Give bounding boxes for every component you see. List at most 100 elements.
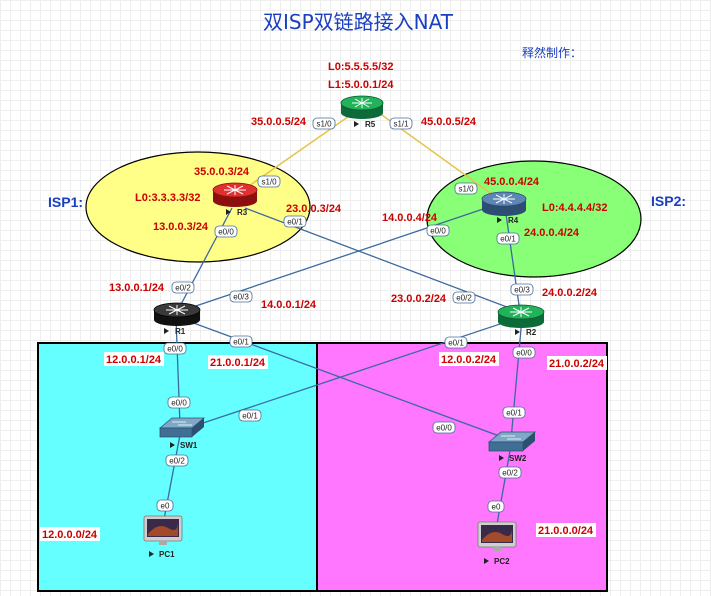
svg-text:e0/1: e0/1 xyxy=(233,338,249,347)
r2-name: R2 xyxy=(526,328,537,337)
pc-pc2[interactable]: PC2 xyxy=(477,521,517,566)
port-pc2-e0: e0 xyxy=(487,500,505,513)
svg-text:e0: e0 xyxy=(161,502,170,511)
port-sw1-e00: e0/0 xyxy=(167,396,191,409)
ip-r4-s10: 45.0.0.4/24 xyxy=(484,176,540,188)
svg-text:s1/1: s1/1 xyxy=(393,120,409,129)
router-red-icon xyxy=(212,182,258,207)
router-r2[interactable]: R2 xyxy=(497,304,545,337)
pc2-marker-icon xyxy=(484,558,489,564)
port-r2-e02: e0/2 xyxy=(452,291,476,304)
router-r5[interactable]: R5 xyxy=(340,95,384,129)
svg-text:s1/0: s1/0 xyxy=(458,185,474,194)
desktop-pc-icon xyxy=(477,521,517,551)
svg-text:e0/0: e0/0 xyxy=(516,349,532,358)
sw2-name: SW2 xyxy=(509,454,527,463)
switch-sw1[interactable]: SW1 xyxy=(158,417,206,450)
port-r4-e00: e0/0 xyxy=(426,224,450,237)
svg-text:s1/0: s1/0 xyxy=(261,178,277,187)
ip-r2-e03: 24.0.0.2/24 xyxy=(542,287,598,299)
port-r2-e00: e0/0 xyxy=(512,346,536,359)
ip-r1-e02: 13.0.0.1/24 xyxy=(109,282,165,294)
port-r1-e02: e0/2 xyxy=(171,281,195,294)
svg-text:e0/3: e0/3 xyxy=(233,293,249,302)
svg-text:e0/0: e0/0 xyxy=(171,399,187,408)
r1-marker-icon xyxy=(164,328,169,334)
svg-text:e0/2: e0/2 xyxy=(456,294,472,303)
svg-text:e0/2: e0/2 xyxy=(502,469,518,478)
port-sw1-e02: e0/2 xyxy=(165,454,189,467)
ip-r2-e00: 21.0.0.2/24 xyxy=(549,358,605,370)
port-r4-s10: s1/0 xyxy=(454,182,478,195)
link-r2-sw2 xyxy=(510,317,523,441)
port-sw1-e01: e0/1 xyxy=(238,409,262,422)
isp2-label: ISP2: xyxy=(651,193,686,209)
pc2-name: PC2 xyxy=(494,557,510,566)
ip-r3-e00: 13.0.0.3/24 xyxy=(153,221,209,233)
router-green-icon xyxy=(340,95,384,119)
svg-text:e0/0: e0/0 xyxy=(167,345,183,354)
port-r4-e01: e0/1 xyxy=(496,232,520,245)
lan1-subnet: 12.0.0.0/24 xyxy=(42,529,98,541)
r4-marker-icon xyxy=(497,217,502,223)
port-labels: s1/0 s1/1 s1/0 e0/0 e0/1 s1/0 e0/0 e0/1 … xyxy=(156,117,536,513)
r1-name: R1 xyxy=(175,327,186,336)
ip-r1-e00: 12.0.0.1/24 xyxy=(106,354,162,366)
router-green-icon xyxy=(497,304,545,328)
switch-sw2[interactable]: SW2 xyxy=(487,431,537,463)
ip-r2-e01: 12.0.0.2/24 xyxy=(441,354,497,366)
svg-text:s1/0: s1/0 xyxy=(316,120,332,129)
ip-labels: L0:5.5.5.5/32 L1:5.0.0.1/24 35.0.0.5/24 … xyxy=(40,61,607,541)
ip-r1-e01: 21.0.0.1/24 xyxy=(210,357,266,369)
svg-text:e0/1: e0/1 xyxy=(500,235,516,244)
switch-icon xyxy=(158,417,206,438)
sw1-marker-icon xyxy=(170,442,175,448)
port-r5-s11: s1/1 xyxy=(389,117,413,130)
port-r2-e03: e0/3 xyxy=(510,283,534,296)
lan2-subnet: 21.0.0.0/24 xyxy=(538,525,594,537)
author-label: 释然制作： xyxy=(522,45,582,60)
ip-r4-e00: 14.0.0.4/24 xyxy=(382,212,438,224)
router-r3[interactable]: R3 xyxy=(212,182,258,217)
ip-r3-l0: L0:3.3.3.3/32 xyxy=(135,192,200,204)
pc1-marker-icon xyxy=(149,551,154,557)
ip-r5-l0: L0:5.5.5.5/32 xyxy=(328,61,393,73)
r3-name: R3 xyxy=(237,208,248,217)
r2-marker-icon xyxy=(515,329,520,335)
r5-name: R5 xyxy=(365,120,376,129)
ip-r5-s10: 35.0.0.5/24 xyxy=(251,116,307,128)
svg-text:e0/1: e0/1 xyxy=(506,409,522,418)
link-sw1-pc1 xyxy=(161,434,181,531)
r5-marker-icon xyxy=(354,121,359,127)
lan1-zone xyxy=(37,342,318,592)
port-r1-e00: e0/0 xyxy=(163,342,187,355)
isp1-label: ISP1: xyxy=(48,194,83,210)
router-blue-icon xyxy=(481,191,527,216)
r4-name: R4 xyxy=(508,216,519,225)
port-r1-e03: e0/3 xyxy=(229,290,253,303)
svg-text:e0/2: e0/2 xyxy=(169,457,185,466)
ip-r4-l0: L0:4.4.4.4/32 xyxy=(542,202,607,214)
port-r3-e00: e0/0 xyxy=(214,225,238,238)
ip-r2-e02: 23.0.0.2/24 xyxy=(391,293,447,305)
switch-icon xyxy=(487,431,537,452)
svg-text:e0/1: e0/1 xyxy=(287,218,303,227)
svg-text:e0/0: e0/0 xyxy=(436,424,452,433)
isp1-zone xyxy=(85,151,311,263)
ip-r3-s10: 35.0.0.3/24 xyxy=(194,166,250,178)
pc-pc1[interactable]: PC1 xyxy=(143,515,183,559)
port-r3-s10: s1/0 xyxy=(257,175,281,188)
svg-text:e0/3: e0/3 xyxy=(514,286,530,295)
port-pc1-e0: e0 xyxy=(156,499,174,512)
ip-r5-l1: L1:5.0.0.1/24 xyxy=(328,79,394,91)
port-r2-e01: e0/1 xyxy=(444,336,468,349)
sw1-name: SW1 xyxy=(180,441,198,450)
router-r4[interactable]: R4 xyxy=(481,191,527,225)
desktop-pc-icon xyxy=(143,515,183,545)
lan2-zone xyxy=(316,342,608,592)
router-r1[interactable]: R1 xyxy=(153,302,201,336)
r3-marker-icon xyxy=(226,209,231,215)
port-r3-e01: e0/1 xyxy=(283,215,307,228)
port-r1-e01: e0/1 xyxy=(229,335,253,348)
link-sw2-pc2 xyxy=(495,444,512,531)
